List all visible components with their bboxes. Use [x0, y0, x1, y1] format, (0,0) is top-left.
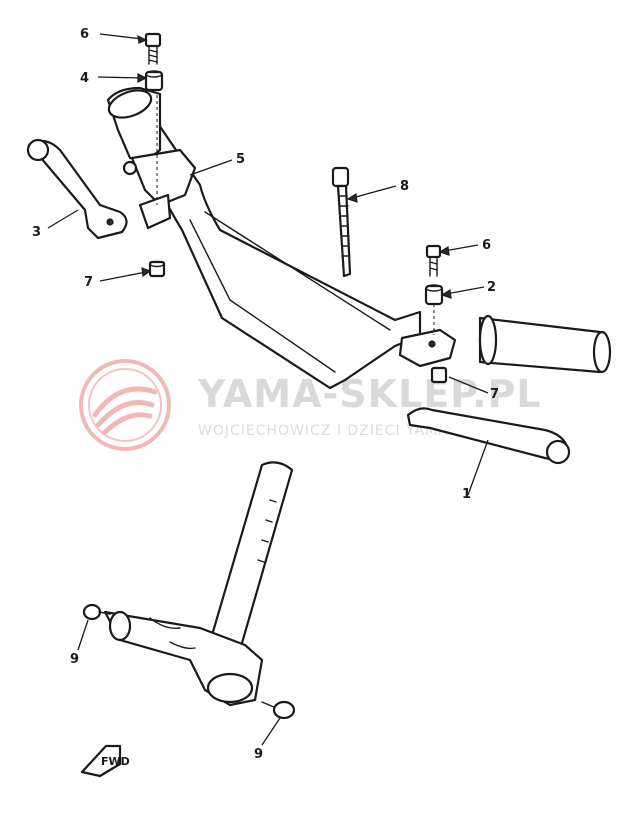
- callout-9-right: 9: [254, 747, 263, 762]
- callout-1: 1: [462, 487, 471, 502]
- callout-3: 3: [32, 225, 41, 240]
- left-grip: [106, 86, 162, 160]
- cable-tie-8: [331, 166, 352, 278]
- fwd-label: FWD: [101, 755, 130, 768]
- leader-lines: [47, 33, 489, 746]
- nut-7-right: [430, 366, 448, 384]
- watermark-subtitle: WOJCIECHOWICZ I DZIECI YAMAHA: [198, 423, 471, 439]
- brake-lever-right: [406, 407, 571, 465]
- callout-2: 2: [487, 280, 496, 295]
- callout-7-right: 7: [490, 387, 499, 402]
- steering-stem: [208, 461, 294, 652]
- right-grip: [478, 314, 612, 374]
- callout-5: 5: [236, 152, 245, 167]
- under-bracket: [103, 610, 264, 707]
- callout-9-left: 9: [70, 652, 79, 667]
- callouts: 6 4 5 3 7 8 6 2 7 1 9 9: [32, 27, 499, 762]
- bolt-9-right: [261, 700, 296, 720]
- watermark-brand: YAMA-SKLEP.PL: [197, 372, 542, 416]
- watermark-logo: [79, 359, 171, 451]
- bolt-6-top: [144, 32, 162, 65]
- watermark: YAMA-SKLEP.PL WOJCIECHOWICZ I DZIECI YAM…: [79, 359, 542, 451]
- fwd-indicator: FWD: [80, 744, 130, 778]
- collar-4: [144, 70, 164, 92]
- callout-6-right: 6: [482, 238, 491, 253]
- clutch-lever-left: [26, 138, 128, 240]
- bolt-9-left: [82, 603, 111, 621]
- collar-2: [424, 284, 444, 306]
- callout-4: 4: [80, 71, 89, 86]
- right-lever-holder: [398, 304, 457, 368]
- left-lever-holder: [122, 95, 197, 230]
- callout-8: 8: [400, 179, 409, 194]
- bolt-6-right: [425, 244, 442, 277]
- nut-7-left: [148, 260, 166, 278]
- callout-6-top: 6: [80, 27, 89, 42]
- callout-7-left: 7: [84, 275, 93, 290]
